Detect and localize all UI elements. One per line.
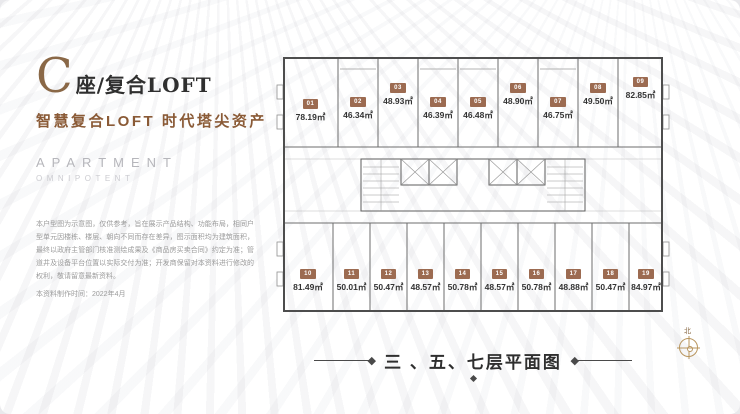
unit-label: 06 48.90㎡ <box>498 83 538 123</box>
unit-number-badge: 05 <box>470 97 486 107</box>
unit-label: 01 78.19㎡ <box>283 99 338 123</box>
floor-caption: 三 、五、七层平面图 <box>283 348 663 373</box>
disclaimer-text: 本户型图为示意图，仅供参考，旨在展示产品结构、功能布局，相同户型单元因楼栋、楼层… <box>36 221 254 280</box>
unit-area: 48.90㎡ <box>503 96 533 106</box>
unit-label: 17 48.88㎡ <box>555 269 592 293</box>
date-note: 本资料制作时间：2022年4月 <box>36 290 126 298</box>
outer-wall <box>283 57 663 312</box>
unit-number-badge: 11 <box>343 269 360 279</box>
unit-area: 50.47㎡ <box>373 282 404 292</box>
compass-north-label: 北 <box>684 328 691 335</box>
unit-area: 48.57㎡ <box>410 282 441 292</box>
unit-number-badge: 03 <box>390 83 406 93</box>
unit-area: 50.01㎡ <box>336 282 367 292</box>
unit-number-badge: 17 <box>565 269 582 279</box>
ornament-right <box>571 360 632 361</box>
unit-number-badge: 08 <box>590 83 606 93</box>
unit-label: 07 46.75㎡ <box>538 97 578 123</box>
core-outline <box>360 158 586 212</box>
unit-label: 05 46.48㎡ <box>458 97 498 123</box>
unit-number-badge: 06 <box>510 83 526 93</box>
unit-area: 46.34㎡ <box>343 110 373 120</box>
unit-number-badge: 15 <box>491 269 508 279</box>
ornament-left <box>314 360 375 361</box>
floorplan: 01 78.19㎡ 02 46.34㎡ 03 48.93㎡ 04 46.39㎡ <box>276 57 670 312</box>
unit-area: 48.88㎡ <box>558 282 589 292</box>
elevator-x-marks <box>400 158 546 186</box>
unit-area: 81.49㎡ <box>293 282 323 292</box>
corridor-walls <box>285 146 661 224</box>
unit-label: 11 50.01㎡ <box>333 269 370 293</box>
top-units-row: 01 78.19㎡ 02 46.34㎡ 03 48.93㎡ 04 46.39㎡ <box>283 77 663 123</box>
unit-area: 46.75㎡ <box>543 110 573 120</box>
floorplan-drawing <box>276 57 670 312</box>
tower-title: 座/复合LOFT <box>75 73 212 97</box>
unit-label: 09 82.85㎡ <box>618 77 663 123</box>
unit-number-badge: 16 <box>528 269 545 279</box>
english-subtitle: OMNIPOTENT <box>36 174 135 183</box>
unit-label: 13 48.57㎡ <box>407 269 444 293</box>
unit-number-badge: 10 <box>300 269 316 279</box>
floor-caption-text: 三 、五、七层平面图 <box>384 353 562 372</box>
unit-number-badge: 19 <box>638 269 654 279</box>
unit-area: 50.78㎡ <box>521 282 552 292</box>
compass-icon <box>679 338 698 357</box>
unit-area: 50.47㎡ <box>595 282 626 292</box>
unit-number-badge: 13 <box>417 269 434 279</box>
bottom-units-row: 10 81.49㎡ 11 50.01㎡ 12 50.47㎡ 13 48.57㎡ <box>283 269 663 293</box>
slogan: 智慧复合LOFT 时代塔尖资产 <box>36 113 267 130</box>
corridor-inner-lines <box>285 158 661 212</box>
top-unit-walls <box>337 59 619 147</box>
unit-number-badge: 12 <box>380 269 397 279</box>
unit-label: 03 48.93㎡ <box>378 83 418 123</box>
unit-area: 84.97㎡ <box>631 282 661 292</box>
unit-label: 12 50.47㎡ <box>370 269 407 293</box>
unit-area: 50.78㎡ <box>447 282 478 292</box>
stair-treads <box>363 159 583 211</box>
unit-number-badge: 18 <box>602 269 619 279</box>
caption-diamond-ornament <box>283 374 663 383</box>
unit-label: 02 46.34㎡ <box>338 97 378 123</box>
unit-number-badge: 04 <box>430 97 446 107</box>
unit-area: 48.93㎡ <box>383 96 413 106</box>
unit-number-badge: 02 <box>350 97 366 107</box>
unit-label: 14 50.78㎡ <box>444 269 481 293</box>
unit-area: 46.39㎡ <box>423 110 453 120</box>
unit-area: 49.50㎡ <box>583 96 613 106</box>
english-title: APARTMENT <box>36 155 178 170</box>
unit-label: 16 50.78㎡ <box>518 269 555 293</box>
unit-number-badge: 09 <box>632 77 649 87</box>
unit-area: 82.85㎡ <box>625 90 656 100</box>
unit-label: 19 84.97㎡ <box>629 269 663 293</box>
unit-label: 15 48.57㎡ <box>481 269 518 293</box>
unit-number-badge: 07 <box>550 97 566 107</box>
page-title: C 座/复合LOFT <box>36 52 264 100</box>
bottom-unit-walls <box>332 223 630 310</box>
unit-area: 78.19㎡ <box>295 112 326 122</box>
unit-number-badge: 14 <box>454 269 471 279</box>
left-panel: C 座/复合LOFT 智慧复合LOFT 时代塔尖资产 APARTMENT OMN… <box>36 52 264 299</box>
unit-number-badge: 01 <box>302 99 319 109</box>
unit-label: 04 46.39㎡ <box>418 97 458 123</box>
unit-area: 46.48㎡ <box>463 110 493 120</box>
unit-label: 18 50.47㎡ <box>592 269 629 293</box>
compass-center-dot <box>686 345 693 352</box>
unit-area: 48.57㎡ <box>484 282 515 292</box>
ac-platforms <box>276 84 670 287</box>
unit-label: 08 49.50㎡ <box>578 83 618 123</box>
tower-letter: C <box>36 48 73 104</box>
unit-label: 10 81.49㎡ <box>283 269 333 293</box>
